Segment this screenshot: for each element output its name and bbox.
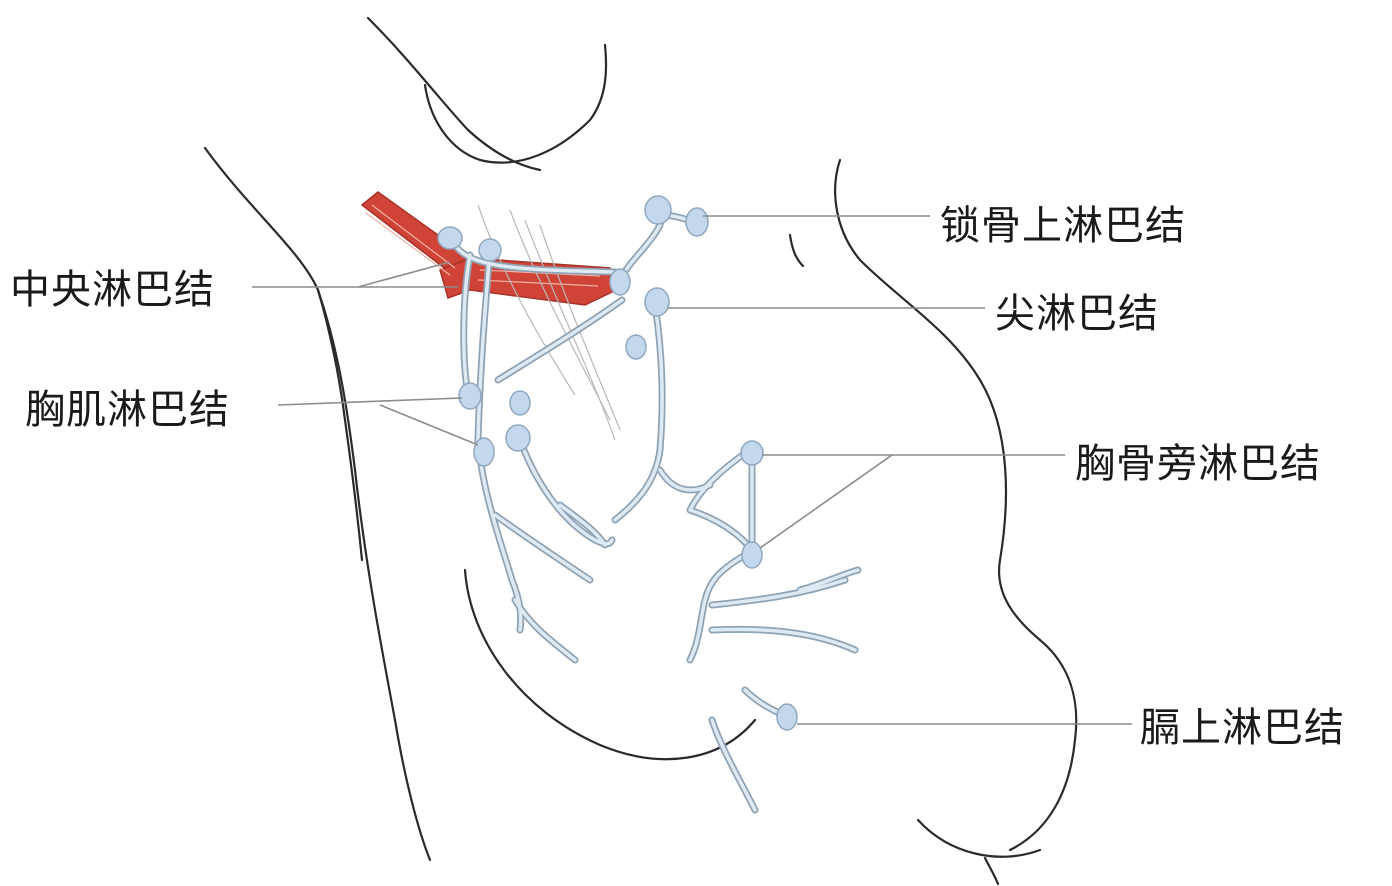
node-central-1 — [438, 227, 462, 249]
vessel-pectoral-branch — [520, 440, 612, 544]
breast-right-contour — [918, 820, 1040, 857]
leader-pectoral-diag — [380, 405, 478, 445]
vessel-right-chain-edge — [690, 450, 752, 550]
label-supraclavicular-nodes: 锁骨上淋巴结 — [940, 206, 1186, 246]
label-apical-nodes: 尖淋巴结 — [995, 294, 1159, 334]
shoulder-right-mark — [790, 235, 803, 266]
neck-front-contour — [425, 45, 606, 163]
label-central-nodes: 中央淋巴结 — [10, 270, 215, 310]
label-parasternal-nodes: 胸骨旁淋巴结 — [1075, 444, 1321, 484]
node-apical-3 — [626, 335, 646, 359]
leader-parasternal-diag — [760, 455, 892, 548]
leader-pectoral — [278, 398, 462, 405]
node-parasternal-1 — [741, 441, 763, 465]
node-central-2 — [479, 239, 501, 261]
node-pectoral-4 — [474, 438, 494, 466]
node-supraclavicular-2 — [686, 208, 708, 236]
label-supradiaphragmatic-nodes: 膈上淋巴结 — [1140, 708, 1345, 748]
vessel-lower-down-core — [712, 720, 755, 810]
vessel-pectoral-branch-core — [520, 440, 612, 544]
label-pectoral-nodes: 胸肌淋巴结 — [25, 390, 230, 430]
node-apical-1 — [610, 269, 630, 295]
node-supraclavicular-1 — [645, 196, 671, 224]
axillary-fibers — [478, 205, 620, 440]
torso-right-contour — [835, 160, 1076, 850]
breast-left-contour — [465, 570, 755, 759]
arm-inner-contour — [318, 290, 362, 560]
node-apical-2 — [645, 288, 669, 316]
shoulder-arm-left-contour — [205, 148, 430, 860]
body-outline — [205, 18, 1076, 884]
node-pectoral-3 — [506, 425, 530, 451]
leader-central-diag — [358, 262, 450, 287]
neck-left-contour — [368, 18, 540, 170]
abdomen-line — [985, 858, 998, 884]
node-pectoral-2 — [510, 391, 530, 415]
vessel-apical-to-pectoral-core — [498, 300, 622, 380]
node-pectoral-1 — [459, 383, 481, 409]
node-parasternal-2 — [742, 542, 762, 568]
vessel-pectoral-branch-edge — [520, 440, 612, 544]
node-supradiaphragmatic — [777, 704, 797, 730]
